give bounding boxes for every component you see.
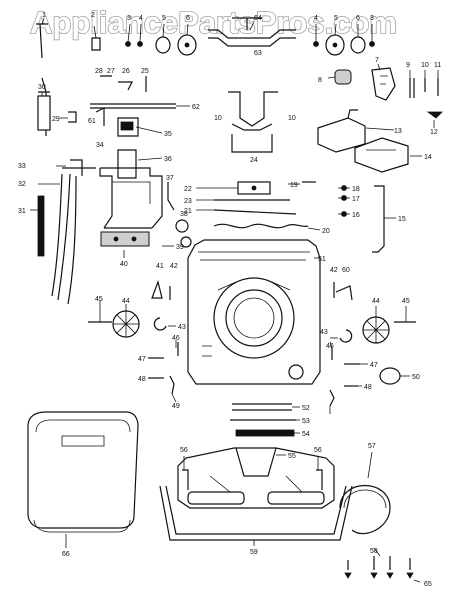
callout-label: 35 xyxy=(164,131,172,138)
callout-label: 59 xyxy=(250,549,258,556)
callout-label: 41 xyxy=(156,263,164,270)
cover-66 xyxy=(27,411,139,533)
callout-label: 28 xyxy=(95,68,103,75)
callout-label: 47 xyxy=(138,356,146,363)
handle-base-parts xyxy=(90,91,278,179)
callout-label: 64 xyxy=(254,15,262,22)
callout-label: 6 xyxy=(186,15,190,22)
callout-label: 56 xyxy=(314,447,322,454)
callout-labels: 1 2 3 4 5 6 64 4 5 6 3 63 7 8 9 10 11 12… xyxy=(18,12,441,588)
callout-label: 16 xyxy=(352,212,360,219)
callout-label: 29 xyxy=(52,116,60,123)
callout-label: 24 xyxy=(250,157,258,164)
callout-label: 58 xyxy=(370,548,378,555)
callout-label: 5 xyxy=(162,15,166,22)
nozzle-base xyxy=(159,447,353,541)
callout-label: 42 xyxy=(330,267,338,274)
callout-label: 22 xyxy=(184,186,192,193)
callout-label: 54 xyxy=(302,431,310,438)
callout-label: 50 xyxy=(412,374,420,381)
callout-label: 38 xyxy=(180,211,188,218)
callout-label: 36 xyxy=(164,156,172,163)
callout-label: 53 xyxy=(302,418,310,425)
callout-label: 10 xyxy=(421,62,429,69)
callout-label: 7 xyxy=(375,57,379,64)
watermark: AppliancePartsPros.com xyxy=(30,5,397,40)
belt-and-screws xyxy=(339,485,414,579)
upper-right-parts xyxy=(317,67,443,173)
callout-label: 39 xyxy=(176,244,184,251)
callout-label: 4 xyxy=(314,15,318,22)
callout-label: 1 xyxy=(42,12,46,19)
callout-label: 32 xyxy=(18,181,26,188)
callout-label: 45 xyxy=(95,296,103,303)
callout-label: 3 xyxy=(370,15,374,22)
callout-label: 37 xyxy=(166,175,174,182)
callout-label: 31 xyxy=(18,208,26,215)
callout-label: 26 xyxy=(122,68,130,75)
callout-label: 46 xyxy=(172,335,180,342)
callout-label: 33 xyxy=(18,163,26,170)
main-housing xyxy=(187,239,321,385)
callout-label: 66 xyxy=(62,551,70,558)
callout-label: 51 xyxy=(318,256,326,263)
callout-label: 47 xyxy=(370,362,378,369)
callout-label: 65 xyxy=(424,581,432,588)
callout-label: 2 xyxy=(91,12,95,19)
callout-label: 56 xyxy=(180,447,188,454)
callout-label: 21 xyxy=(184,208,192,215)
callout-label: 4 xyxy=(139,15,143,22)
callout-label: 46 xyxy=(326,343,334,350)
callout-label: 63 xyxy=(254,50,262,57)
callout-label: 13 xyxy=(394,128,402,135)
callout-label: 44 xyxy=(122,298,130,305)
callout-label: 17 xyxy=(352,196,360,203)
agitator-parts xyxy=(230,403,296,437)
callout-label: 10 xyxy=(288,115,296,122)
callout-label: 62 xyxy=(192,104,200,111)
callout-label: 6 xyxy=(356,15,360,22)
callout-label: 42 xyxy=(170,263,178,270)
callout-label: 55 xyxy=(288,453,296,460)
callout-label: 15 xyxy=(398,216,406,223)
callout-label: 23 xyxy=(184,198,192,205)
callout-label: 10 xyxy=(214,115,222,122)
callout-label: 12 xyxy=(430,129,438,136)
callout-label: 45 xyxy=(402,298,410,305)
callout-label: 5 xyxy=(334,15,338,22)
callout-label: 27 xyxy=(107,68,115,75)
callout-label: 34 xyxy=(96,142,104,149)
callout-label: 57 xyxy=(368,443,376,450)
callout-label: 43 xyxy=(178,324,186,331)
callout-label: 11 xyxy=(434,62,441,69)
leader-lines xyxy=(30,17,439,583)
callout-label: 48 xyxy=(138,376,146,383)
callout-label: 60 xyxy=(342,267,350,274)
callout-label: 61 xyxy=(88,118,96,125)
callout-label: 9 xyxy=(406,62,410,69)
callout-label: 48 xyxy=(364,384,372,391)
callout-label: 25 xyxy=(141,68,149,75)
left-handle-parts xyxy=(37,75,192,305)
callout-label: 49 xyxy=(172,403,180,410)
callout-label: 14 xyxy=(424,154,432,161)
wheel-parts xyxy=(88,279,416,407)
callout-label: 19 xyxy=(290,182,298,189)
center-rods xyxy=(213,181,385,253)
callout-label: 40 xyxy=(120,261,128,268)
callout-label: 20 xyxy=(322,228,330,235)
callout-label: 3 xyxy=(127,15,131,22)
callout-label: 30 xyxy=(38,84,46,91)
callout-label: 43 xyxy=(320,329,328,336)
callout-label: 52 xyxy=(302,405,310,412)
callout-label: 44 xyxy=(372,298,380,305)
callout-label: 8 xyxy=(318,77,322,84)
callout-label: 18 xyxy=(352,186,360,193)
